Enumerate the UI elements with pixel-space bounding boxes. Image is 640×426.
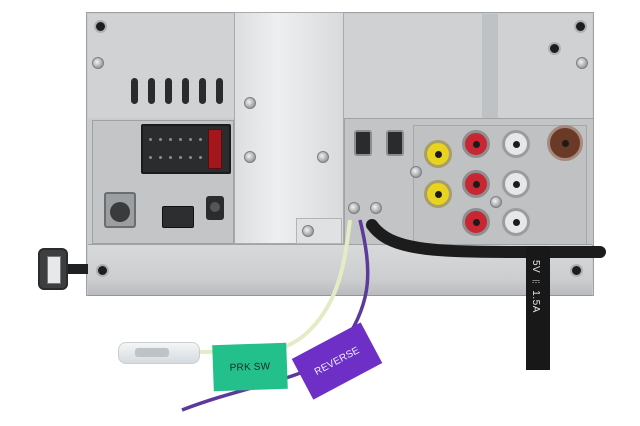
mounting-hole — [548, 42, 561, 55]
heatsink-plate — [234, 12, 344, 244]
vent-slot — [216, 78, 223, 104]
parking-tag-label: PRK SW — [229, 360, 271, 374]
video-out-jack[interactable] — [424, 180, 452, 208]
ground-screw-icon — [370, 202, 382, 214]
rca-left-sub[interactable] — [502, 208, 530, 236]
steering-remote-jack[interactable] — [206, 196, 224, 220]
spade-terminal — [118, 342, 200, 364]
din-connector[interactable] — [104, 192, 136, 228]
upper-right-panel — [342, 14, 592, 118]
rca-right-rear[interactable] — [462, 170, 490, 198]
rca-left-rear[interactable] — [502, 170, 530, 198]
usb-port-icon — [47, 256, 61, 284]
rca-right-sub[interactable] — [462, 208, 490, 236]
remote-connector[interactable] — [162, 206, 194, 228]
mic-jack[interactable] — [354, 130, 372, 156]
screw-icon — [244, 151, 256, 163]
usb-rating-label: 5V ⎓ 1.5A — [530, 260, 541, 313]
vent-slot — [182, 78, 189, 104]
mounting-hole — [574, 20, 587, 33]
vent-slot — [148, 78, 155, 104]
mounting-hole — [570, 264, 583, 277]
usb-cable-strap: 5V ⎓ 1.5A — [526, 246, 550, 370]
aux-jack[interactable] — [386, 130, 404, 156]
parking-wire-tag: PRK SW — [212, 342, 288, 392]
screw-icon — [490, 196, 502, 208]
mounting-hole — [94, 20, 107, 33]
screw-icon — [576, 57, 588, 69]
usb-connector[interactable] — [38, 248, 68, 290]
ground-screw-icon — [348, 202, 360, 214]
video-in-jack[interactable] — [424, 140, 452, 168]
screw-icon — [317, 151, 329, 163]
upper-left-panel — [88, 14, 235, 118]
usb-cable-neck — [68, 264, 88, 274]
vent-slot — [131, 78, 138, 104]
rca-right-front[interactable] — [462, 130, 490, 158]
screw-icon — [302, 225, 314, 237]
screw-icon — [244, 97, 256, 109]
screw-icon — [410, 166, 422, 178]
reverse-tag-label: REVERSE — [312, 344, 362, 378]
fuse — [208, 129, 222, 169]
vent-slot — [199, 78, 206, 104]
mounting-hole — [96, 264, 109, 277]
panel-fold — [482, 14, 498, 118]
vent-slot — [165, 78, 172, 104]
antenna-jack[interactable] — [547, 125, 583, 161]
screw-icon — [92, 57, 104, 69]
rca-left-front[interactable] — [502, 130, 530, 158]
